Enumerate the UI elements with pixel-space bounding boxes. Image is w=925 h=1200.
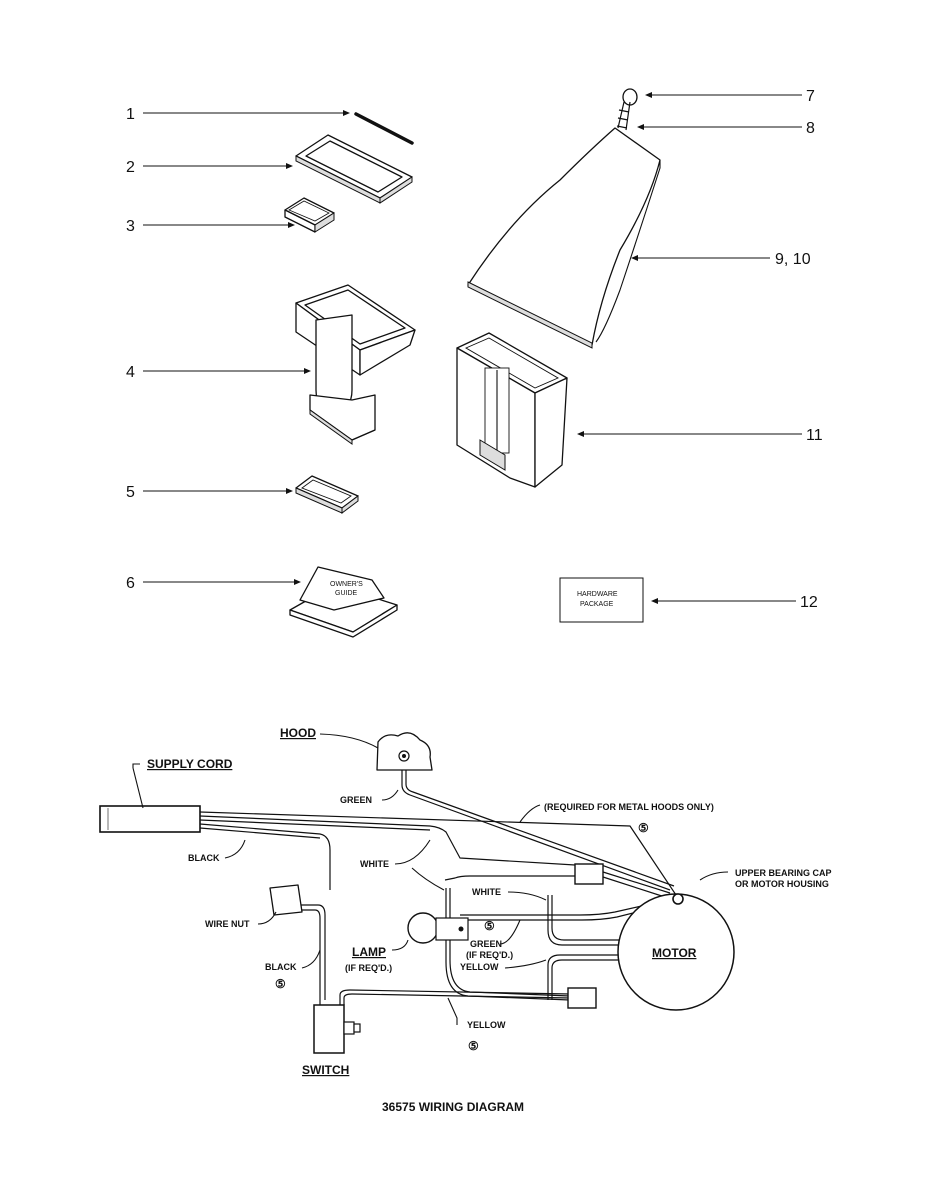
- part-1-rod: [354, 112, 414, 145]
- supply-cord: [99, 805, 201, 833]
- callout-4: 4: [126, 364, 135, 381]
- callout-8: 8: [806, 120, 815, 137]
- inner-loops: [460, 895, 670, 1000]
- upper-bearing-label-1: UPPER BEARING CAP: [735, 868, 832, 878]
- yellow-connector: [567, 987, 597, 1009]
- callout-12: 12: [800, 594, 818, 611]
- white-label-2: WHITE: [472, 887, 501, 897]
- owners-guide-text-2: GUIDE: [335, 590, 358, 597]
- white-label-1: WHITE: [360, 859, 389, 869]
- wire-nut-shape: [269, 884, 303, 916]
- part-4-hopper: [295, 284, 416, 445]
- switch-label: SWITCH: [302, 1063, 349, 1077]
- part-6-owners-guide: OWNER'S GUIDE: [289, 566, 398, 638]
- hood-shape: [376, 732, 433, 771]
- lamp-req-label: (IF REQ'D.): [345, 963, 392, 973]
- hardware-text-1: HARDWARE: [577, 591, 618, 598]
- ground-symbol-2: ⑤: [484, 919, 495, 933]
- ground-symbol-3: ⑤: [275, 977, 286, 991]
- ground-symbol-1: ⑤: [638, 821, 649, 835]
- leader-lines-right: [577, 92, 802, 604]
- part-9-10-bag: [467, 127, 661, 349]
- supply-cord-label: SUPPLY CORD: [147, 757, 233, 771]
- wiring-label-leaders: [132, 733, 729, 1025]
- switch-shape: [313, 1004, 361, 1054]
- part-3-small-box: [284, 197, 335, 233]
- black-label-2: BLACK: [265, 962, 297, 972]
- yellow-label-2: YELLOW: [467, 1020, 506, 1030]
- green-top-label: GREEN: [340, 795, 372, 805]
- upper-bearing-label-2: OR MOTOR HOUSING: [735, 879, 829, 889]
- wire-nut-label: WIRE NUT: [205, 919, 250, 929]
- callout-6: 6: [126, 575, 135, 592]
- ground-symbol-4: ⑤: [468, 1039, 479, 1053]
- part-8-spring: [616, 101, 631, 131]
- yellow-label-1: YELLOW: [460, 962, 499, 972]
- switch-wires: [300, 904, 571, 1005]
- lamp-label: LAMP: [352, 945, 386, 959]
- callout-2: 2: [126, 159, 135, 176]
- callout-1: 1: [126, 106, 135, 123]
- lamp-shape: [407, 912, 469, 944]
- callout-5: 5: [126, 484, 135, 501]
- part-2-tray: [295, 134, 413, 204]
- part-11-container: [456, 332, 568, 488]
- hood-label: HOOD: [280, 726, 316, 740]
- leader-lines-left: [143, 110, 350, 585]
- green-req-label: (IF REQ'D.): [466, 950, 513, 960]
- owners-guide-text-1: OWNER'S: [330, 581, 363, 588]
- wiring-diagram-title: 36575 WIRING DIAGRAM: [382, 1100, 524, 1114]
- part-5-small-tray: [295, 475, 359, 514]
- callout-3: 3: [126, 218, 135, 235]
- callout-11: 11: [806, 427, 823, 444]
- motor-label: MOTOR: [652, 946, 697, 960]
- cord-wires: [199, 811, 677, 896]
- required-note-label: (REQUIRED FOR METAL HOODS ONLY): [544, 802, 714, 812]
- motor-shape: [617, 893, 735, 1011]
- black-top-label: BLACK: [188, 853, 220, 863]
- part-12-hardware-package: HARDWARE PACKAGE: [559, 577, 644, 623]
- callout-9-10: 9, 10: [775, 251, 811, 268]
- green-label-2: GREEN: [470, 939, 502, 949]
- hardware-text-2: PACKAGE: [580, 601, 614, 608]
- callout-7: 7: [806, 88, 815, 105]
- green-ground-wire: [401, 762, 675, 891]
